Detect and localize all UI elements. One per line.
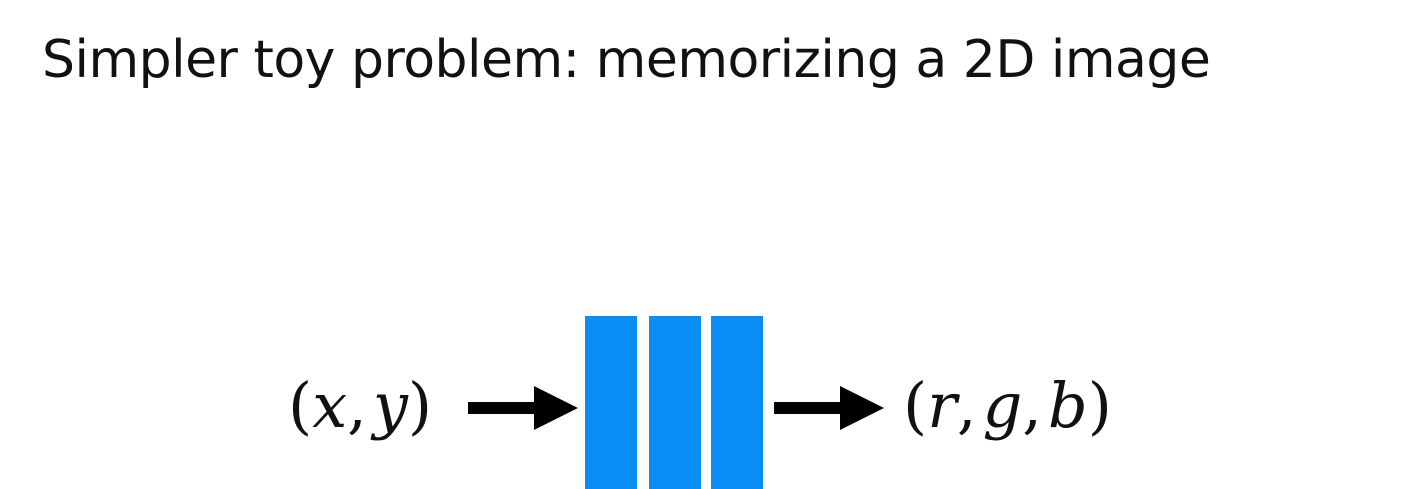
network-layer xyxy=(585,316,637,489)
output-arrow-icon xyxy=(774,386,884,430)
var-b: b xyxy=(1047,369,1088,442)
open-paren: ( xyxy=(903,369,928,442)
output-color: (r,g,b) xyxy=(903,366,1112,446)
comma: , xyxy=(956,369,977,442)
close-paren: ) xyxy=(407,369,433,442)
var-y: y xyxy=(372,369,408,442)
var-r: r xyxy=(927,369,957,442)
network-layer xyxy=(649,316,701,489)
close-paren: ) xyxy=(1087,369,1112,442)
slide-title: Simpler toy problem: memorizing a 2D ima… xyxy=(42,30,1211,90)
input-arrow-icon xyxy=(468,386,578,430)
comma: , xyxy=(347,369,367,442)
var-x: x xyxy=(312,369,348,442)
input-coordinates: (x,y) xyxy=(288,366,432,446)
neural-network xyxy=(585,316,765,489)
open-paren: ( xyxy=(288,369,313,442)
comma: , xyxy=(1022,369,1042,442)
var-g: g xyxy=(982,369,1023,442)
network-layer xyxy=(711,316,763,489)
